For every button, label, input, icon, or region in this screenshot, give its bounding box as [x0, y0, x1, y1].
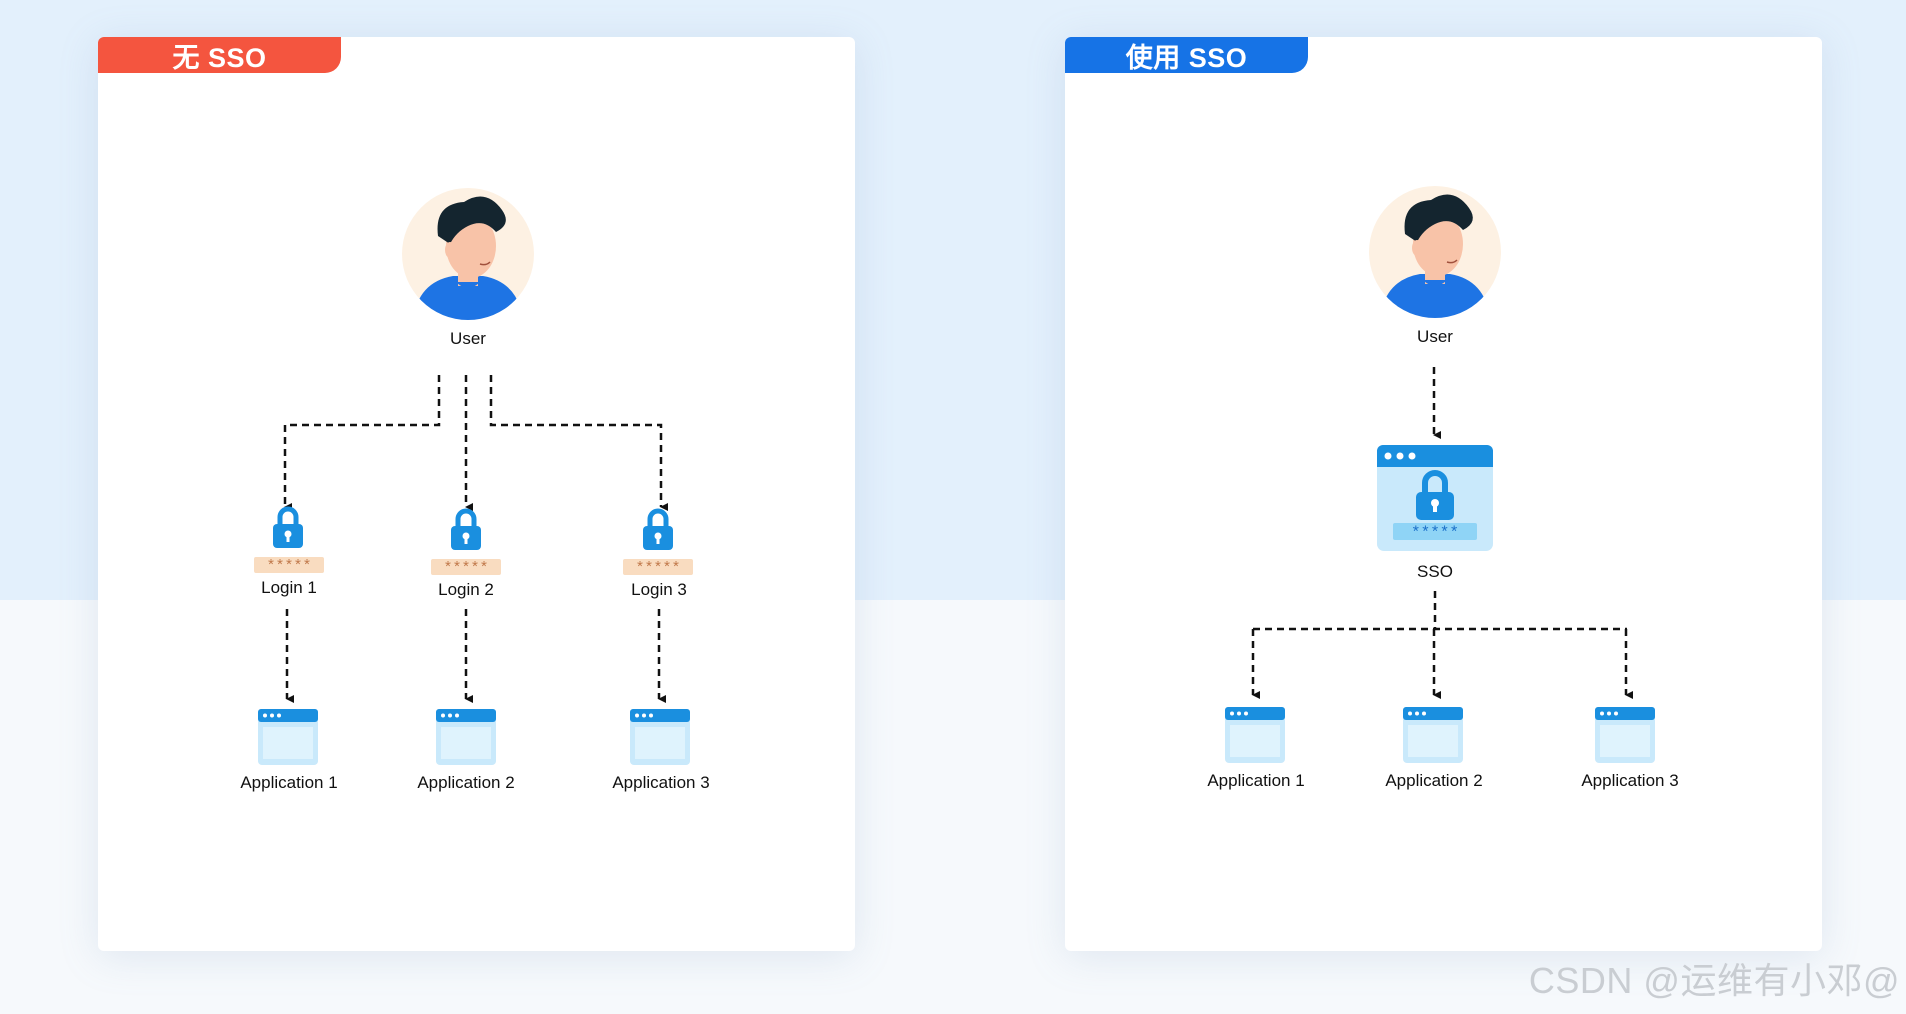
- sso-window-icon: *****: [1377, 445, 1493, 551]
- login-3-lock-icon: [643, 508, 673, 550]
- application-3-label: Application 3: [1581, 771, 1679, 790]
- user-label: User: [450, 329, 486, 348]
- user-label: User: [1417, 327, 1453, 346]
- application-1-label: Application 1: [240, 773, 338, 792]
- application-3-window-icon: [630, 709, 690, 765]
- login-1-lock-icon: [273, 506, 303, 548]
- sso-lock-icon: [1416, 470, 1454, 520]
- panel-with-sso: 使用 SSO: [1065, 37, 1822, 951]
- left-diagram: ***** ***** *****: [254, 188, 693, 765]
- sso-label: SSO: [1417, 562, 1453, 581]
- application-2-label: Application 2: [1385, 771, 1483, 790]
- sso-flow-arrows: [1251, 367, 1633, 699]
- login-3-password-mask: *****: [635, 560, 680, 577]
- login-2-lock-icon: [451, 508, 481, 550]
- application-1-label: Application 1: [1207, 771, 1305, 790]
- application-2-window-icon: [1403, 707, 1463, 763]
- login-1-password-mask: *****: [266, 558, 311, 575]
- right-diagram: *****: [1225, 186, 1655, 763]
- user-avatar-icon: [1369, 186, 1501, 318]
- application-3-window-icon: [1595, 707, 1655, 763]
- sso-password-mask: *****: [1411, 524, 1459, 542]
- panel-without-sso: 无 SSO: [98, 37, 855, 951]
- login-1-password-field: [254, 557, 324, 573]
- application-3-label: Application 3: [612, 773, 710, 792]
- login-2-password-mask: *****: [443, 560, 488, 577]
- user-avatar-icon: [402, 188, 534, 320]
- sso-password-field: [1393, 523, 1477, 540]
- application-2-label: Application 2: [417, 773, 515, 792]
- application-1-window-icon: [1225, 707, 1285, 763]
- login-3-password-field: [623, 559, 693, 575]
- tag-without-sso: 无 SSO: [98, 37, 341, 73]
- login-2-label: Login 2: [438, 580, 494, 599]
- application-1-window-icon: [258, 709, 318, 765]
- csdn-watermark: CSDN @运维有小邓@: [1528, 960, 1900, 1001]
- user-to-login-arrows: [283, 375, 668, 703]
- application-2-window-icon: [436, 709, 496, 765]
- login-1-label: Login 1: [261, 578, 317, 597]
- login-3-label: Login 3: [631, 580, 687, 599]
- tag-with-sso: 使用 SSO: [1065, 37, 1308, 73]
- login-2-password-field: [431, 559, 501, 575]
